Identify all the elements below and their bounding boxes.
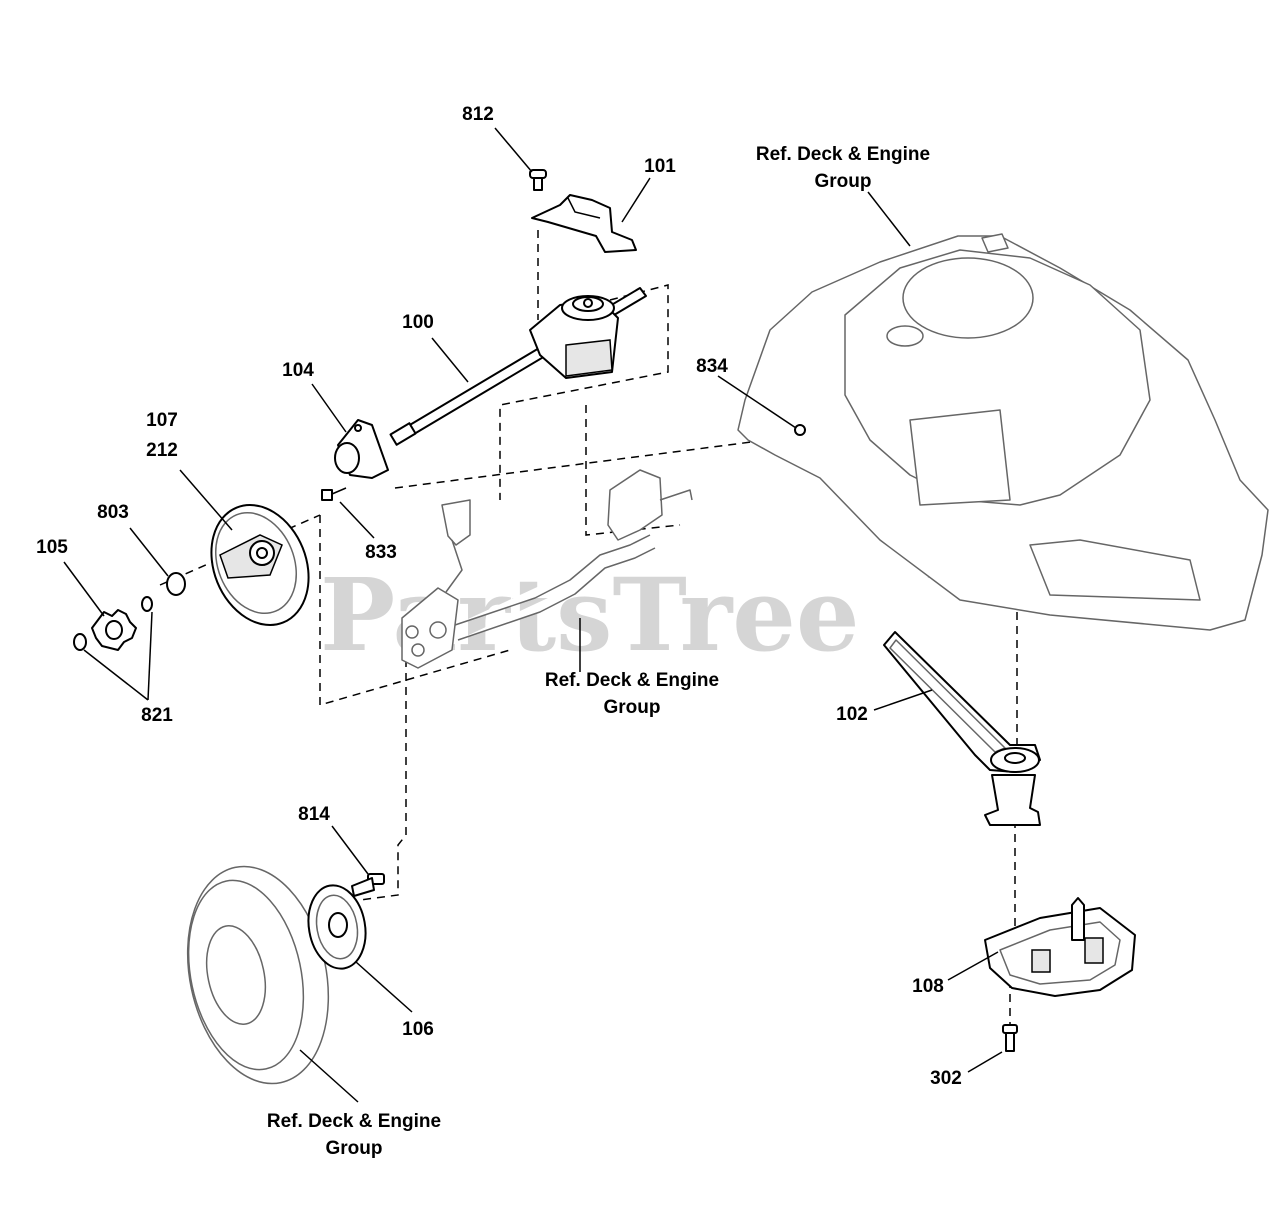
baffle-108 <box>984 897 1136 997</box>
callout-833: 833 <box>365 542 397 563</box>
watermark: PartsTree <box>320 556 860 674</box>
deck-engine-assembly <box>737 233 1269 631</box>
washer-803 <box>166 572 186 596</box>
callout-212: 212 <box>146 440 178 461</box>
screw-302 <box>1002 1024 1018 1052</box>
leader-lines <box>63 127 1003 1103</box>
ref-deck-engine-bottom-line2: Group <box>326 1138 383 1159</box>
callout-302: 302 <box>930 1068 962 1089</box>
callout-100: 100 <box>402 312 434 333</box>
callout-106: 106 <box>402 1019 434 1040</box>
screw-812 <box>529 169 547 191</box>
drive-gear-106 <box>307 884 367 970</box>
callout-105: 105 <box>36 537 68 558</box>
callout-814: 814 <box>298 804 330 825</box>
hub-cover-212 <box>210 503 310 627</box>
callout-104: 104 <box>282 360 314 381</box>
rear-wheel <box>186 865 330 1085</box>
assembly-guide-lines <box>159 230 1018 1025</box>
transmission-100 <box>389 287 647 446</box>
bolt-814 <box>351 873 385 897</box>
ref-deck-engine-top-line2: Group <box>815 171 872 192</box>
bushing-104 <box>334 419 389 479</box>
callout-108: 108 <box>912 976 944 997</box>
callout-101: 101 <box>644 156 676 177</box>
ref-deck-engine-bottom-line1: Ref. Deck & Engine <box>267 1111 441 1132</box>
callout-834: 834 <box>696 356 728 377</box>
clip-821 <box>73 596 153 651</box>
callout-803: 803 <box>97 502 129 523</box>
blade-adapter-102 <box>883 631 1041 826</box>
callout-821: 821 <box>141 705 173 726</box>
ref-deck-engine-middle-line1: Ref. Deck & Engine <box>545 670 719 691</box>
ref-deck-engine-top-line1: Ref. Deck & Engine <box>756 144 930 165</box>
callout-102: 102 <box>836 704 868 725</box>
pinion-gear-105 <box>91 609 137 651</box>
callout-107: 107 <box>146 410 178 431</box>
height-adjuster-lever <box>401 469 693 669</box>
bolt-833 <box>321 487 347 501</box>
bracket-101 <box>531 194 637 253</box>
callout-812: 812 <box>462 104 494 125</box>
ref-deck-engine-middle-line2: Group <box>604 697 661 718</box>
